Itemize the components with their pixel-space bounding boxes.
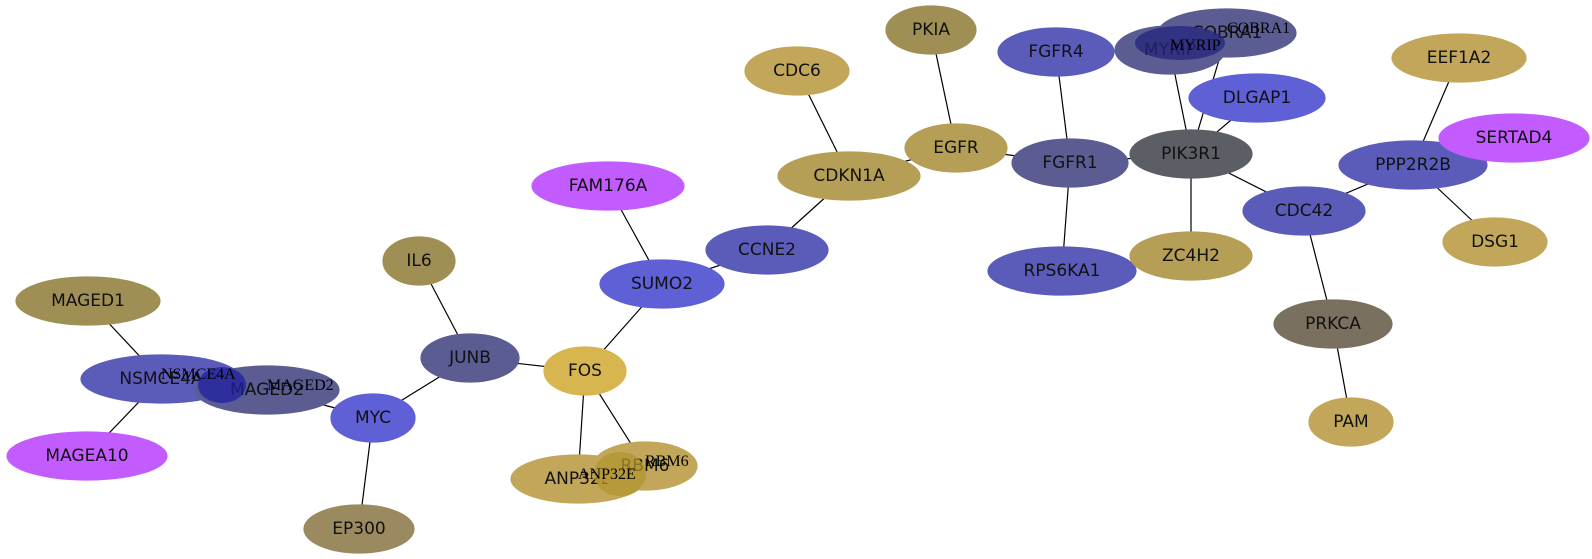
node-shape [1129,129,1253,179]
node-rps6ka1[interactable]: RPS6KA1 [987,246,1137,296]
node-shape [531,161,685,211]
node-sumo2[interactable]: SUMO2 [599,259,725,309]
node-shape [997,27,1115,77]
node-label: SERTAD4 [1476,128,1553,148]
node-shape [777,151,921,201]
node-label: ZC4H2 [1162,246,1220,266]
node-label-front: ANP32E [578,466,636,483]
node-label: FGFR1 [1042,153,1097,173]
node-shape [705,225,829,275]
node-pkia[interactable]: PKIA [885,5,977,55]
node-shape [1442,217,1548,267]
node-label: MAGED1 [51,291,125,311]
nodes-layer: MAGED1NSMCE4AMAGED2MAGEA10MYCEP300IL6JUN… [6,5,1590,554]
node-pam[interactable]: PAM [1308,397,1394,447]
node-ccne2[interactable]: CCNE2 [705,225,829,275]
node-maged1[interactable]: MAGED1 [15,276,161,326]
node-shape [543,346,627,396]
node-label: NSMCE4A [119,369,203,389]
node-label: CDKN1A [813,166,885,186]
node-label-front: COBRA1 [1227,20,1290,37]
node-junb[interactable]: JUNB [420,333,520,383]
node-shape [1011,138,1129,188]
node-label: PRKCA [1305,314,1361,334]
node-shape [1188,73,1326,123]
node-label: PPP2R2B [1375,155,1451,175]
node-ppp2r2b[interactable]: PPP2R2B [1338,140,1488,190]
node-shape [904,123,1008,173]
node-label: FAM176A [569,176,648,196]
node-fgfr4[interactable]: FGFR4 [997,27,1115,77]
node-fgfr1[interactable]: FGFR1 [1011,138,1129,188]
node-shape [1308,397,1394,447]
node-shape [744,46,850,96]
node-label: CDC42 [1275,201,1333,221]
node-dlgap1[interactable]: DLGAP1 [1188,73,1326,123]
node-label: CDC6 [773,61,821,81]
node-shape [303,504,415,554]
node-label: FGFR4 [1028,42,1083,62]
node-label: JUNB [448,348,491,368]
overlap-anp32e-rbm6 [594,452,646,496]
node-shape [382,236,456,286]
node-eef1a2[interactable]: EEF1A2 [1391,33,1527,83]
node-myc[interactable]: MYC [330,393,416,443]
node-label: EGFR [933,138,979,158]
node-shape [1242,186,1366,236]
node-label: CCNE2 [738,240,796,260]
node-egfr[interactable]: EGFR [904,123,1008,173]
node-label: EEF1A2 [1427,48,1492,68]
node-label: RPS6KA1 [1024,261,1101,281]
node-label: DSG1 [1471,232,1519,252]
node-prkca[interactable]: PRKCA [1273,299,1393,349]
node-label: DLGAP1 [1223,88,1291,108]
node-label: PKIA [912,20,950,40]
node-label-front: RBM6 [645,453,689,470]
node-label: IL6 [406,251,431,271]
node-label: SUMO2 [631,274,693,294]
node-shape [1129,231,1253,281]
node-magea10[interactable]: MAGEA10 [6,431,168,481]
node-il6[interactable]: IL6 [382,236,456,286]
node-shape [6,431,168,481]
node-zc4h2[interactable]: ZC4H2 [1129,231,1253,281]
node-label: EP300 [332,519,385,539]
node-label: MAGED2 [230,380,304,400]
overlap-myrip-cobra1 [1135,26,1225,60]
node-shape [15,276,161,326]
node-label: PIK3R1 [1161,144,1221,164]
node-shape [420,333,520,383]
node-shape [599,259,725,309]
node-cdc42[interactable]: CDC42 [1242,186,1366,236]
node-shape [1338,140,1488,190]
node-shape [1438,113,1590,163]
node-cdkn1a[interactable]: CDKN1A [777,151,921,201]
overlap-nsmce4a-maged2 [198,367,246,403]
node-shape [330,393,416,443]
node-shape [1391,33,1527,83]
node-shape [1273,299,1393,349]
node-dsg1[interactable]: DSG1 [1442,217,1548,267]
node-label-front: MAGED2 [267,377,334,394]
node-label: MYC [355,408,391,428]
node-ep300[interactable]: EP300 [303,504,415,554]
node-label: PAM [1333,412,1368,432]
node-shape [885,5,977,55]
node-label-front: NSMCE4A [161,366,236,383]
node-shape [987,246,1137,296]
node-sertad4[interactable]: SERTAD4 [1438,113,1590,163]
node-cdc6[interactable]: CDC6 [744,46,850,96]
node-fos[interactable]: FOS [543,346,627,396]
node-fam176a[interactable]: FAM176A [531,161,685,211]
node-label-front: MYRIP [1170,37,1221,54]
node-label: FOS [568,361,602,381]
node-label: MAGEA10 [45,446,128,466]
node-pik3r1[interactable]: PIK3R1 [1129,129,1253,179]
